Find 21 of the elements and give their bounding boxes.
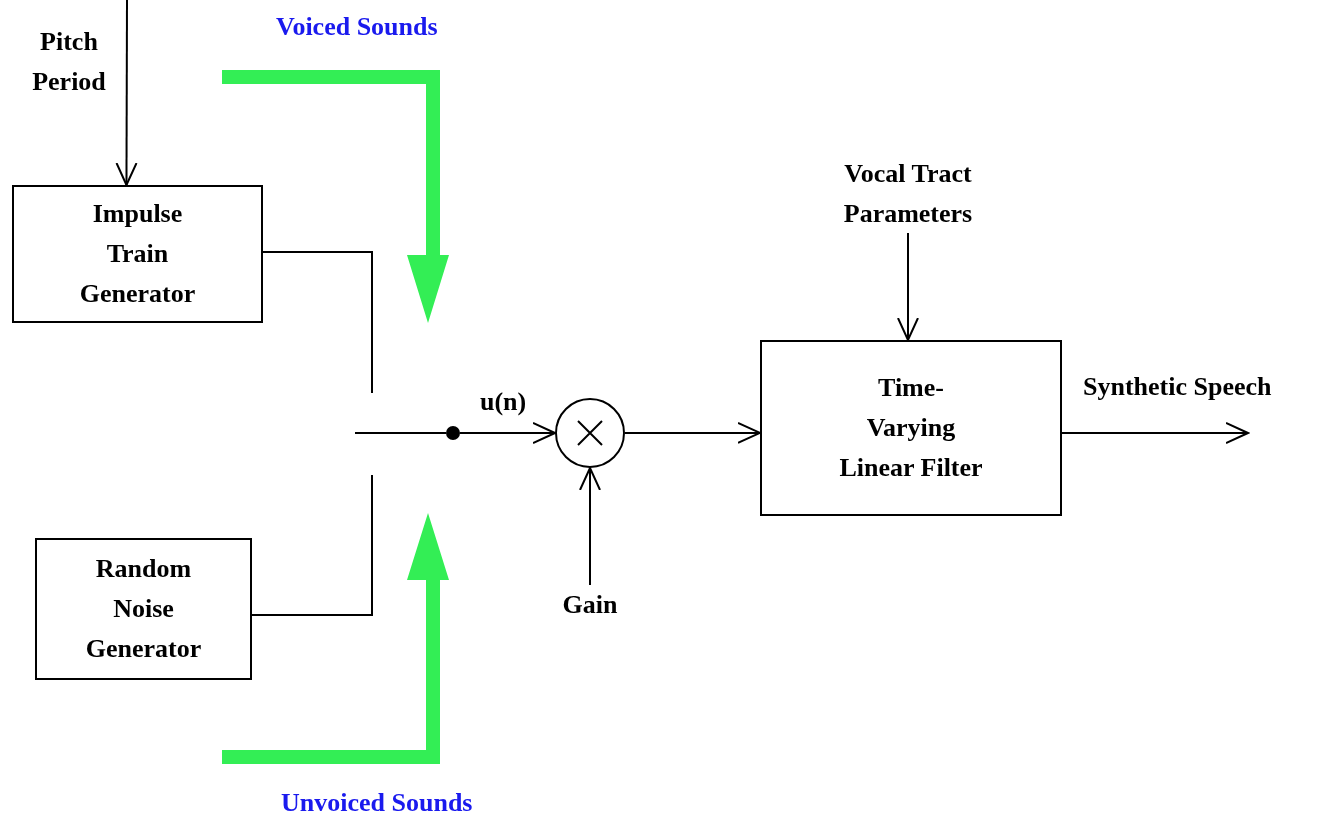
connector-line [354, 432, 447, 434]
connector-line [251, 474, 373, 616]
process-box [12, 185, 263, 323]
node-text: Time-Varying Linear Filter [838, 372, 984, 484]
arrow [624, 421, 761, 444]
node-text: Vocal Tract Parameters [842, 158, 974, 230]
edge-label: Pitch Period [31, 26, 107, 98]
junction-dot [446, 426, 460, 440]
process-box [35, 538, 252, 680]
annotation-text: Voiced Sounds [276, 11, 438, 43]
arrow [459, 422, 556, 444]
connector-line [262, 251, 373, 394]
node-text: Random Noise Generator [84, 553, 203, 665]
annotation-text: Unvoiced Sounds [281, 787, 473, 819]
node-text: Impulse Train Generator [78, 198, 197, 310]
arrow [1061, 422, 1249, 444]
arrow [897, 232, 919, 341]
arrow [579, 467, 601, 586]
arrow [115, 0, 138, 186]
process-box [760, 340, 1062, 516]
node-text: Gain [562, 589, 618, 621]
